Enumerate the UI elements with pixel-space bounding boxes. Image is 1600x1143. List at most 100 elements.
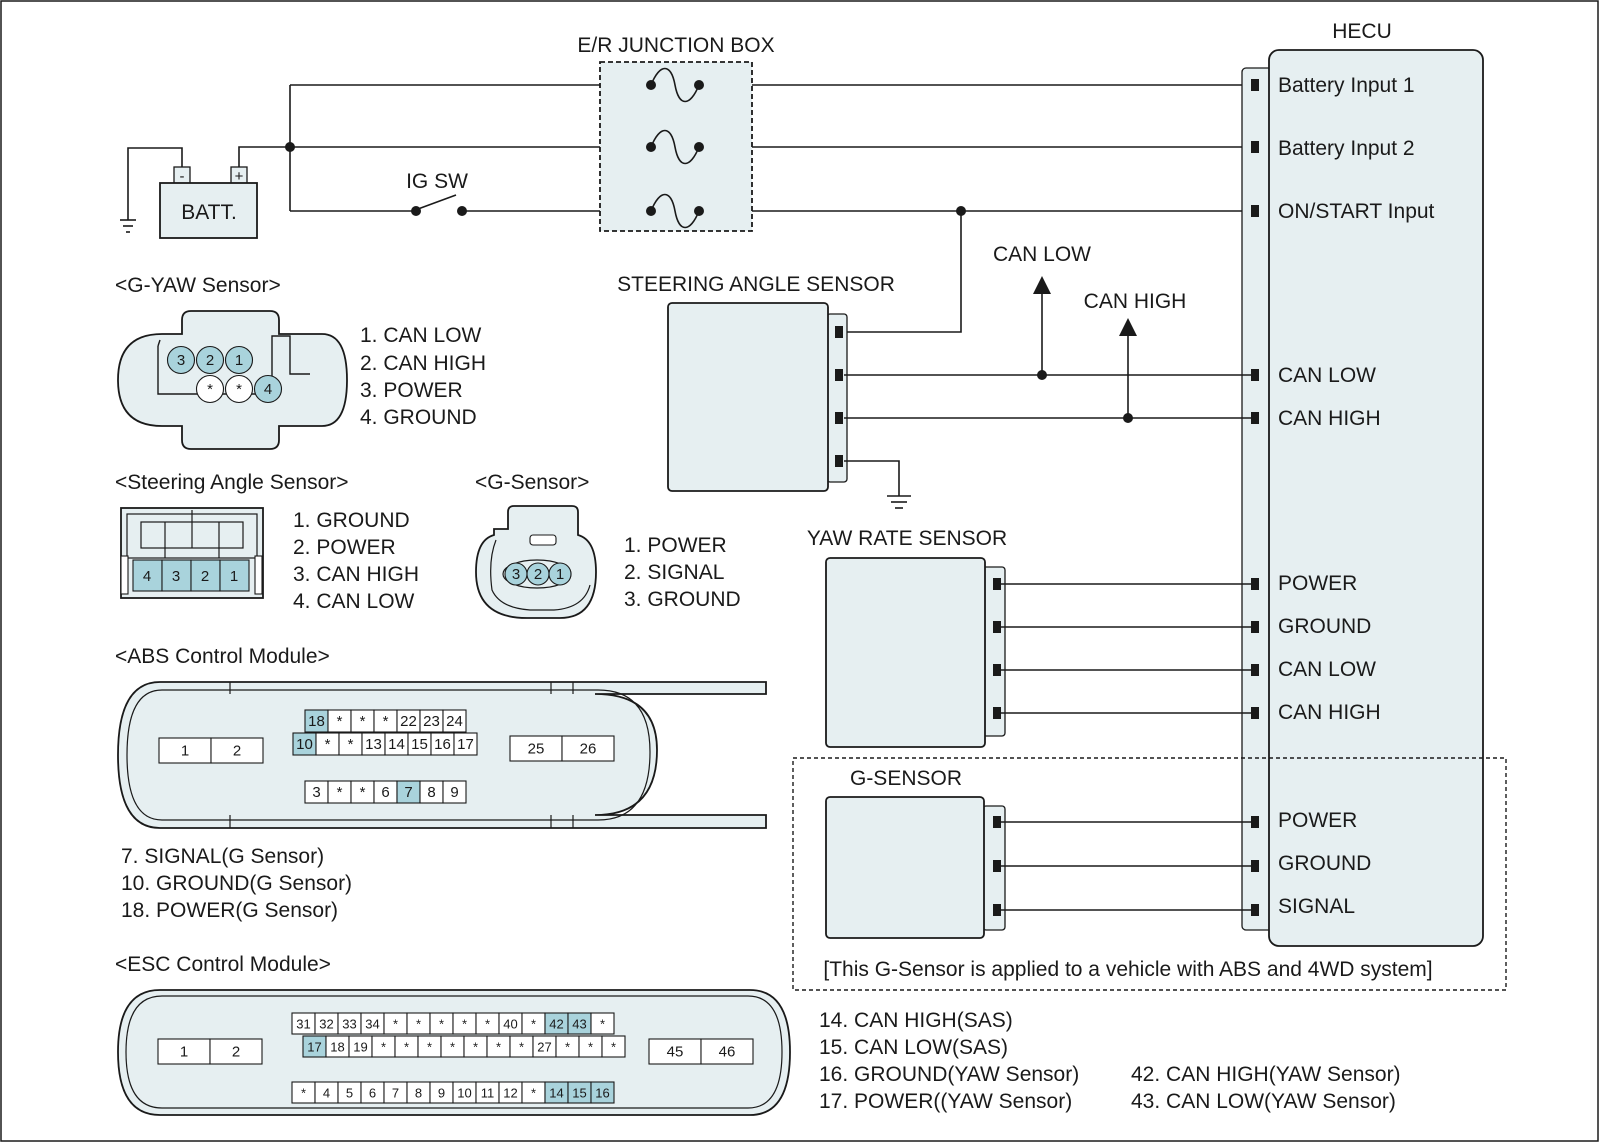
- battery: - + BATT.: [159, 166, 258, 239]
- esc-pin-label: *: [611, 1040, 616, 1055]
- esc-pin-label: 42: [549, 1017, 563, 1032]
- g-sensor-legend-item: 3. GROUND: [624, 588, 741, 611]
- esc-pin-label: 4: [323, 1086, 330, 1101]
- esc-pin-label: 6: [369, 1086, 376, 1101]
- esc-legend-item: 14. CAN HIGH(SAS): [819, 1009, 1013, 1032]
- steering-connector-pin: 3: [172, 568, 180, 585]
- yaw-terminal: [993, 707, 1001, 719]
- esc-legend-item: 43. CAN LOW(YAW Sensor): [1131, 1090, 1396, 1113]
- abs-legend-item: 10. GROUND(G Sensor): [121, 872, 352, 895]
- hecu-pin-g-ground: GROUND: [1278, 852, 1371, 875]
- battery-minus-label: -: [180, 168, 185, 185]
- g-yaw-legend-item: 1. CAN LOW: [360, 324, 482, 347]
- abs-pin-label: 2: [233, 743, 241, 760]
- hecu-pin-yaw-ground: GROUND: [1278, 615, 1371, 638]
- esc-pin-label: 46: [719, 1044, 736, 1061]
- hecu-pin-yaw-can-high: CAN HIGH: [1278, 701, 1381, 724]
- abs-pin-label: *: [383, 713, 389, 730]
- esc-pin-label: 1: [180, 1044, 188, 1061]
- abs-pin-label: *: [348, 736, 354, 753]
- sas-terminal: [835, 326, 843, 338]
- abs-pin-label: 15: [411, 736, 428, 753]
- esc-pin-label: *: [393, 1017, 398, 1032]
- abs-pin-label: 22: [400, 713, 417, 730]
- hecu-pin-yaw-power: POWER: [1278, 572, 1357, 595]
- hecu-connector-strip: [1241, 67, 1273, 931]
- esc-pin-cell: [590, 1081, 615, 1104]
- hecu-module: HECU Battery Input 1 Battery Input 2 ON/…: [1241, 20, 1484, 947]
- fuse-3: [646, 193, 704, 229]
- esc-pin-cell: [157, 1038, 211, 1065]
- sas-terminal: [835, 455, 843, 467]
- esc-pin-label: 18: [330, 1040, 344, 1055]
- abs-pin-label: 9: [450, 784, 458, 801]
- esc-pin-label: 33: [342, 1017, 356, 1032]
- sas-terminal: [835, 412, 843, 424]
- steering-legend-item: 4. CAN LOW: [293, 590, 415, 613]
- abs-pin-cell: [453, 732, 478, 756]
- g-sensor-legend-item: 2. SIGNAL: [624, 561, 724, 584]
- yaw-rate-sensor-block: [825, 557, 1255, 748]
- abs-pin-label: 6: [381, 784, 389, 801]
- hecu-pin-battery-input-2: Battery Input 2: [1278, 137, 1415, 160]
- esc-pin-label: *: [519, 1040, 524, 1055]
- g-sensor-title: G-SENSOR: [850, 767, 962, 790]
- steering-connector-pin: 1: [230, 568, 238, 585]
- can-high-arrow-label: CAN HIGH: [1084, 290, 1187, 313]
- abs-pin-label: *: [325, 736, 331, 753]
- yaw-terminal: [993, 578, 1001, 590]
- sas-terminal: [835, 369, 843, 381]
- abs-pin-cell: [158, 737, 212, 764]
- abs-legend-item: 18. POWER(G Sensor): [121, 899, 338, 922]
- can-low-arrow: [1033, 276, 1051, 294]
- esc-pin-label: *: [531, 1086, 536, 1101]
- abs-pin-label: 7: [404, 784, 412, 801]
- esc-pin-cell: [590, 1012, 615, 1035]
- esc-pin-label: *: [496, 1040, 501, 1055]
- g-sensor-terminal: [993, 860, 1001, 872]
- g-yaw-pin: 1: [235, 352, 243, 369]
- g-yaw-pin: 2: [206, 352, 214, 369]
- abs-legend-item: 7. SIGNAL(G Sensor): [121, 845, 324, 868]
- steering-angle-sensor-title: STEERING ANGLE SENSOR: [617, 273, 895, 296]
- esc-pin-label: *: [416, 1017, 421, 1032]
- hecu-title: HECU: [1332, 20, 1392, 43]
- esc-pin-label: 31: [296, 1017, 310, 1032]
- fuse-1: [646, 67, 704, 103]
- g-sensor-block: [792, 757, 1507, 991]
- hecu-pin-g-signal: SIGNAL: [1278, 895, 1355, 918]
- g-sensor-terminal: [993, 904, 1001, 916]
- esc-pin-label: 17: [307, 1040, 321, 1055]
- esc-pin-cell: [700, 1038, 754, 1065]
- esc-pin-label: *: [427, 1040, 432, 1055]
- esc-pin-label: *: [439, 1017, 444, 1032]
- esc-pin-label: 8: [415, 1086, 422, 1101]
- g-yaw-pin: *: [207, 381, 213, 398]
- g-sensor-legend-item: 1. POWER: [624, 534, 727, 557]
- yaw-terminal: [993, 664, 1001, 676]
- esc-pin-label: 12: [503, 1086, 517, 1101]
- abs-pin-cell: [442, 780, 467, 804]
- junction-box: [599, 61, 753, 232]
- steering-connector-pin: 4: [143, 568, 151, 585]
- steering-legend-item: 1. GROUND: [293, 509, 410, 532]
- esc-pin-label: *: [473, 1040, 478, 1055]
- esc-pin-label: 14: [549, 1086, 563, 1101]
- esc-pin-label: *: [404, 1040, 409, 1055]
- esc-pin-label: 10: [457, 1086, 471, 1101]
- esc-pin-label: 2: [232, 1044, 240, 1061]
- esc-pin-label: 5: [346, 1086, 353, 1101]
- abs-pin-label: 16: [434, 736, 451, 753]
- esc-pin-label: 34: [365, 1017, 379, 1032]
- abs-pin-label: 13: [365, 736, 382, 753]
- esc-pin-label: 15: [572, 1086, 586, 1101]
- esc-pin-label: *: [301, 1086, 306, 1101]
- esc-pin-label: *: [600, 1017, 605, 1032]
- esc-pin-label: *: [588, 1040, 593, 1055]
- g-sensor-dashed-region: [792, 757, 1507, 991]
- abs-pin-label: *: [360, 713, 366, 730]
- esc-module-title: <ESC Control Module>: [115, 953, 331, 976]
- esc-pin-cell: [601, 1035, 626, 1058]
